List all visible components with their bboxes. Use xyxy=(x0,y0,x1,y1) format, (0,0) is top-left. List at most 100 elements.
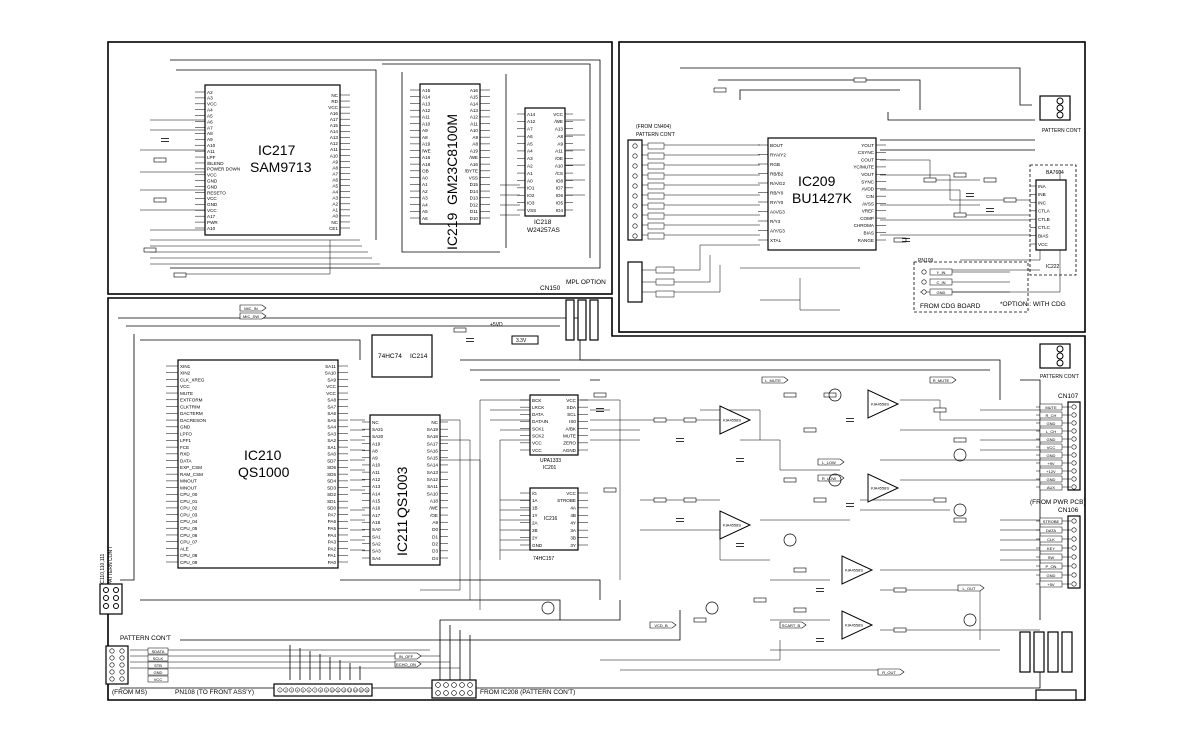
pn108-pin-label: 5 xyxy=(302,689,304,693)
pin-label: LPFO xyxy=(180,431,192,436)
net-label-text: L_OUT xyxy=(963,586,976,591)
cn404-pin xyxy=(632,163,638,169)
resistor-symbol xyxy=(653,417,667,423)
pin-label: A13 xyxy=(422,101,431,106)
cn404-body xyxy=(627,139,643,241)
connector-tag xyxy=(1039,419,1063,427)
ms-pin xyxy=(109,655,115,661)
pin-label: A10 xyxy=(330,153,339,158)
connector-tag xyxy=(1039,517,1063,525)
ic208-pin xyxy=(443,690,449,696)
cn404-pin xyxy=(632,193,638,199)
pin-label: A5 xyxy=(207,113,213,118)
connector-pin xyxy=(1071,554,1077,560)
connector-pin-label: +12V xyxy=(1046,469,1056,474)
pin-label: PA2 xyxy=(328,546,337,551)
connector-pin-label: GND xyxy=(1047,421,1056,426)
pin-label: A11 xyxy=(372,470,380,475)
pin-label: SA17 xyxy=(427,441,439,446)
pin-label: ZERO xyxy=(563,441,576,446)
pin-label: /OE xyxy=(430,513,438,518)
pin-label: A3 xyxy=(527,156,533,161)
pn108-pin-label: 9 xyxy=(326,689,328,693)
pin-label: A9 xyxy=(207,137,213,142)
pin-label: SA14 xyxy=(427,463,439,468)
pn108-pin-label: 16 xyxy=(365,689,369,693)
ic210-left-pins: XIN1XIN2CLK_XREGVCCMUTEEXTFORMCLKTRIMDAC… xyxy=(166,364,206,565)
pin-label: /WE xyxy=(469,155,478,160)
pin-label: SA0 xyxy=(327,452,336,457)
ic216-part: 74HC157 xyxy=(533,556,554,562)
pin-label: A5 xyxy=(527,141,533,146)
pin-label: IO1 xyxy=(527,186,535,191)
pin-label: RAM_CSM xyxy=(180,472,203,477)
pin-label: SA13 xyxy=(427,470,439,475)
resistor-symbol xyxy=(453,327,467,333)
opamp-symbol xyxy=(867,473,900,503)
pin-label: XIN2 xyxy=(180,371,191,376)
ic208-pin xyxy=(451,682,457,688)
pin-label: SA15 xyxy=(427,456,439,461)
pin-label: A12 xyxy=(372,477,381,482)
connector-pin-label: CLK xyxy=(1047,537,1055,542)
pin-label: SA2 xyxy=(372,541,381,546)
pin-label: SA4 xyxy=(327,425,336,430)
ic222-body xyxy=(1035,179,1067,251)
pn109-frame xyxy=(913,261,1029,313)
connector-tag xyxy=(1039,459,1063,467)
pn108-pin-label: 15 xyxy=(360,689,364,693)
pin-label: /WE xyxy=(422,148,431,153)
resistor-symbol xyxy=(933,497,947,503)
pin-label: A15 xyxy=(422,88,431,93)
ic214-ref: IC214 xyxy=(410,353,428,360)
connector-pin-label: P_ON xyxy=(1046,564,1057,569)
pin-label: XIN1 xyxy=(180,364,191,369)
net-label-text: L_MUTE xyxy=(765,378,781,383)
pin-label: BCK xyxy=(532,398,542,403)
pin-label: A6 xyxy=(332,177,338,182)
pin-label: SA1 xyxy=(372,534,381,539)
opamp-symbol xyxy=(841,555,874,585)
resistor-symbol xyxy=(693,617,707,623)
resistor-symbol xyxy=(783,477,797,483)
pattern-cont-cn404: PATTERN CON'T xyxy=(636,132,675,138)
connector-pin-label: +9V xyxy=(1047,461,1055,466)
net-label-tag xyxy=(761,376,789,384)
pin-label: A13 xyxy=(470,108,479,113)
ic218-body xyxy=(524,107,566,217)
ms-pin-label: STB xyxy=(154,663,162,668)
pn108-pin xyxy=(318,687,324,693)
pin-label: DATA xyxy=(180,458,193,463)
pin-label: A16 xyxy=(470,162,479,167)
pin-label: INB xyxy=(1038,192,1046,197)
cn107-block: CN107 MUTER_CHGNDL_CHGNDVCCGND+9V+12VGND… xyxy=(1036,393,1081,491)
resistor-symbol xyxy=(603,487,617,493)
resistor-symbol xyxy=(713,87,727,93)
transistor-symbol xyxy=(828,388,842,402)
pin-label: A10 xyxy=(207,143,216,148)
pin-label: VSS xyxy=(527,208,536,213)
from-ms: (FROM MS) xyxy=(112,689,147,696)
from-ic208-label: FROM IC208 (PATTERN CON'T) xyxy=(480,689,575,696)
pn109-pin xyxy=(921,269,927,275)
pin-label: A12 xyxy=(422,108,431,113)
net-label-tag xyxy=(929,376,957,384)
cn404-tag xyxy=(647,192,665,200)
ic217-left-pins: A2A3VCCA4A5A6A7A8A9A10A11LPF/BLENDPOWER … xyxy=(195,90,240,231)
connector-pin xyxy=(1071,545,1077,551)
net-label-text: R_MUTE xyxy=(933,378,950,383)
ic219-ref: IC219 xyxy=(444,212,460,250)
resistor-symbol xyxy=(853,77,867,83)
cn106-block: (FROM PWR PCB) CN106 STROBEDATACLKKEYSWP… xyxy=(1030,499,1086,589)
pin-label: SA1 xyxy=(327,445,336,450)
ms-pin xyxy=(109,662,115,668)
ms-pin xyxy=(109,669,115,675)
pin-label: A11 xyxy=(207,149,215,154)
pin-label: IO5 xyxy=(556,200,564,205)
pin-label: MUTE xyxy=(180,391,193,396)
pin-label: COUT xyxy=(861,157,874,162)
passive-components xyxy=(143,77,1017,642)
ic208-pin xyxy=(443,682,449,688)
